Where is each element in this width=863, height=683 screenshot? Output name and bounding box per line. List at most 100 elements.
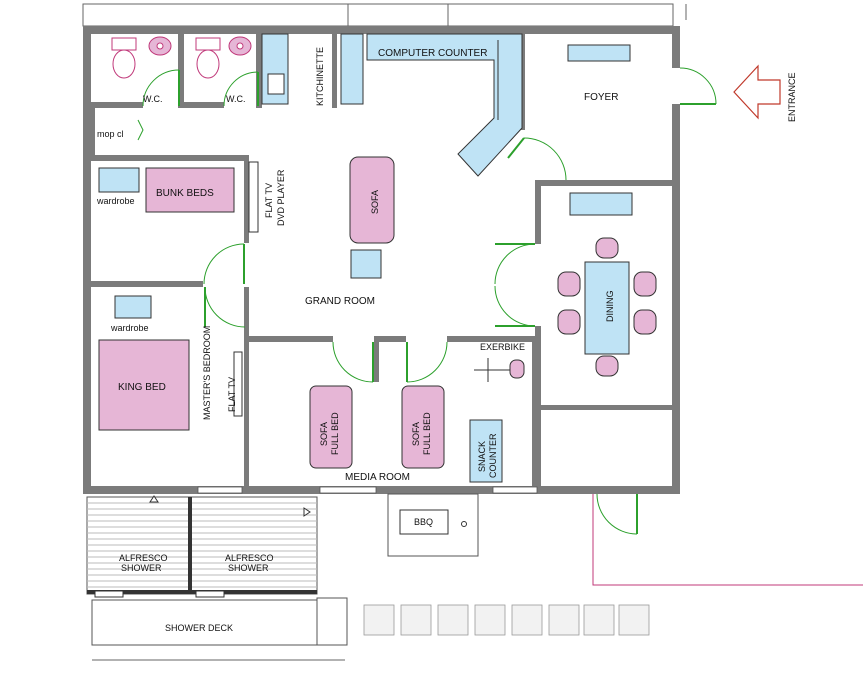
label-sofa: SOFA <box>411 422 421 446</box>
wardrobe <box>98 167 140 193</box>
dining-sideboard <box>569 192 633 216</box>
toilet-icon <box>111 37 137 79</box>
label-entrance: ENTRANCE <box>787 72 797 122</box>
dining-table <box>584 261 630 355</box>
label-dining: DINING <box>605 291 615 323</box>
wall-bunk-top <box>91 155 249 161</box>
wall-media-right <box>532 336 537 486</box>
foyer-console <box>567 44 631 62</box>
label-counter: COUNTER <box>488 433 498 478</box>
wall-dining-left-lower <box>535 326 541 486</box>
label-sofa: SOFA <box>370 190 380 214</box>
sink-icon <box>228 36 252 56</box>
label-dvd-player: DVD PLAYER <box>276 169 286 226</box>
snack-counter <box>469 419 503 483</box>
wall-wc-divider <box>178 34 184 108</box>
king-bed <box>98 339 190 431</box>
label-shower: SHOWER <box>228 563 269 573</box>
label-alfresco: ALFRESCO <box>119 553 168 563</box>
label-flat-tv: FLAT TV <box>227 377 237 412</box>
label-media-room: MEDIA ROOM <box>345 472 410 483</box>
wall-bunk-right <box>244 155 249 243</box>
fridge-icon <box>267 73 285 95</box>
coffee-table <box>350 249 382 279</box>
window <box>197 486 243 494</box>
shower-deck <box>91 599 318 646</box>
label-wardrobe: wardrobe <box>110 323 149 333</box>
label-grand-room: GRAND ROOM <box>305 296 375 307</box>
wall-wc-right <box>256 34 262 108</box>
door[interactable] <box>204 286 246 328</box>
stepping-stones <box>363 604 650 636</box>
label-full-bed: FULL BED <box>422 412 432 455</box>
wall-east <box>672 104 680 494</box>
label-foyer: FOYER <box>584 92 618 103</box>
label-wc: W.C. <box>226 94 246 104</box>
door[interactable] <box>137 119 144 141</box>
window <box>319 486 377 494</box>
label-exerbike: EXERBIKE <box>480 342 525 352</box>
label-mop: mop cl <box>97 129 124 139</box>
window <box>492 486 538 494</box>
bbq-grill <box>399 509 449 535</box>
label-masters-bedroom: MASTER'S BEDROOM <box>202 326 212 420</box>
label-snack: SNACK <box>477 441 487 472</box>
sofa <box>349 156 395 244</box>
door[interactable] <box>596 493 638 535</box>
kitchinette-counter-right <box>340 33 364 105</box>
label-flat-tv: FLAT TV <box>264 183 274 218</box>
wall-master-right <box>244 287 249 486</box>
wall-dining-left <box>535 180 541 244</box>
wall-media-top <box>249 336 333 342</box>
label-alfresco: ALFRESCO <box>225 553 274 563</box>
entrance-door[interactable] <box>679 67 717 105</box>
label-wc: W.C. <box>143 94 163 104</box>
label-bbq: BBQ <box>414 517 433 527</box>
label-kitchinette: KITCHINETTE <box>315 47 325 106</box>
dining-chairs <box>557 237 657 377</box>
label-shower: SHOWER <box>121 563 162 573</box>
wall-wc-bottom-left <box>91 102 143 108</box>
wall-media-top-mid <box>374 336 406 342</box>
wall-dining-bottom <box>541 405 675 410</box>
alfresco-divider <box>188 497 192 594</box>
wall-kitchinette <box>332 34 337 108</box>
shower-head-icon <box>303 507 311 517</box>
door[interactable] <box>142 69 180 107</box>
media-door[interactable] <box>332 341 448 383</box>
top-strip <box>82 3 674 27</box>
sink-icon <box>148 36 172 56</box>
label-wardrobe: wardrobe <box>96 196 135 206</box>
door[interactable] <box>507 137 567 181</box>
door[interactable] <box>203 243 245 285</box>
label-sofa: SOFA <box>319 422 329 446</box>
deck-boards <box>87 502 317 588</box>
label-bunk-beds: BUNK BEDS <box>156 188 214 199</box>
label-shower-deck: SHOWER DECK <box>165 623 233 633</box>
flat-tv-dvd <box>248 161 259 233</box>
shower-head-icon <box>149 495 159 503</box>
wall-media-top-right <box>447 336 537 342</box>
sofa-full-bed <box>309 385 353 469</box>
door[interactable] <box>223 71 259 107</box>
flat-tv <box>233 351 243 417</box>
sofa-full-bed <box>401 385 445 469</box>
toilet-icon <box>195 37 221 79</box>
dining-door[interactable] <box>494 243 536 327</box>
property-line <box>592 494 863 586</box>
wall-north <box>83 26 677 34</box>
entrance-arrow-icon <box>733 64 781 120</box>
wall-west <box>83 26 91 494</box>
wall-bunk-bottom <box>91 281 203 287</box>
label-full-bed: FULL BED <box>330 412 340 455</box>
bbq-tap-icon <box>461 521 467 527</box>
wardrobe <box>114 295 152 319</box>
wall-wc-bottom-mid <box>184 102 224 108</box>
wall-mop <box>91 108 95 155</box>
shower-drain <box>195 590 225 598</box>
exerbike-icon <box>474 358 525 382</box>
wall-east-top <box>672 26 680 68</box>
wall-dining-top <box>535 180 675 186</box>
shower-deck-step <box>316 597 348 646</box>
